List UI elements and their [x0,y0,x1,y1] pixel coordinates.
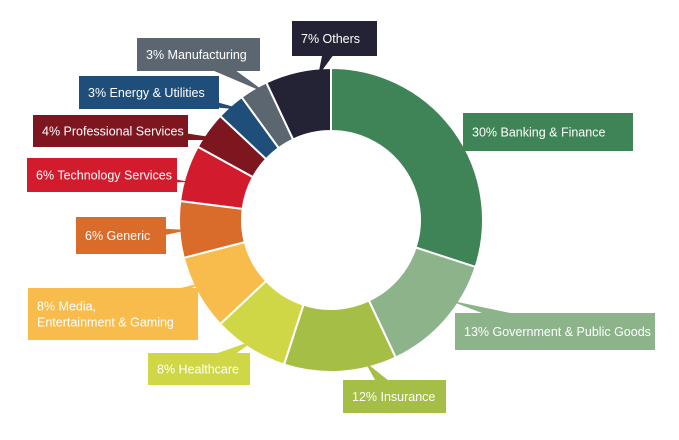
callout-banking-finance: 30% Banking & Finance [455,113,633,151]
callout-box [27,158,177,192]
callout-others: 7% Others [292,21,377,76]
callout-box [33,115,188,147]
callout-label: 8% Media, [37,300,96,314]
callout-professional-services: 4% Professional Services [33,115,230,147]
callout-label: 8% Healthcare [157,363,239,377]
callout-label: 6% Technology Services [36,169,172,183]
callout-label: Entertainment & Gaming [37,316,174,330]
callout-box [343,380,446,413]
callout-manufacturing: 3% Manufacturing [137,38,268,94]
callout-label: 6% Generic [85,229,150,243]
callout-label: 4% Professional Services [42,125,184,139]
callout-box [79,76,219,109]
callout-label: 3% Manufacturing [146,48,247,62]
callout-box [463,113,633,151]
callout-label: 12% Insurance [352,390,435,404]
callout-box [148,353,250,385]
donut-slices [178,66,484,373]
callout-media-entertainment-gaming: 8% Media, Entertainment & Gaming [28,282,205,340]
callout-generic: 6% Generic [76,217,188,254]
callout-healthcare: 8% Healthcare [148,340,255,385]
callout-government-public-goods: 13% Government & Public Goods [448,300,655,350]
callout-insurance: 12% Insurance [343,362,446,413]
slice-banking-finance [330,66,484,269]
callout-label: 13% Government & Public Goods [464,325,651,339]
callout-label: 3% Energy & Utilities [88,86,205,100]
callout-box [28,288,198,340]
callout-box [455,313,655,350]
callout-box [76,217,166,254]
callout-box [137,38,260,71]
slice-others [264,66,332,141]
callout-label: 30% Banking & Finance [472,126,605,140]
callout-box [292,21,377,56]
slice-callouts: 30% Banking & Finance 13% Government & Pu… [27,21,655,413]
callout-label: 7% Others [301,32,360,46]
callout-energy-utilities: 3% Energy & Utilities [79,76,245,110]
callout-technology-services: 6% Technology Services [27,158,190,192]
